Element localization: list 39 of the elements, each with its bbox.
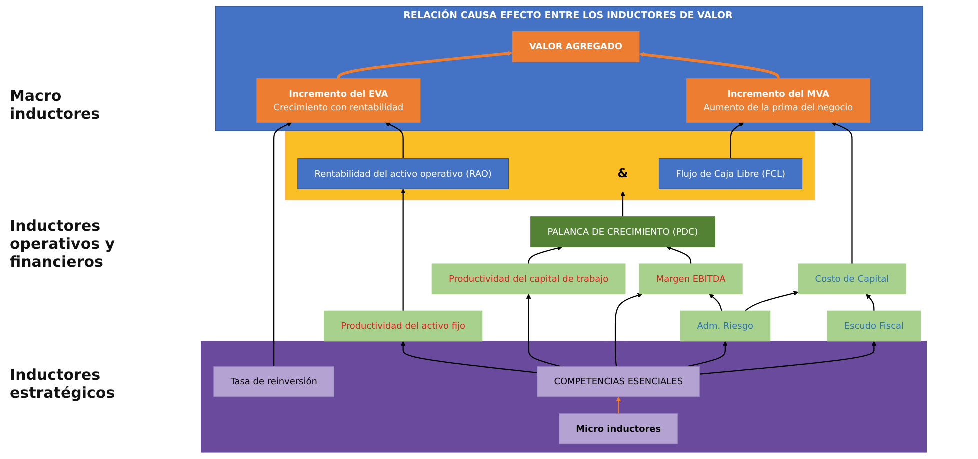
node-box: VALOR AGREGADO [512,31,640,62]
arrow [730,122,744,159]
arrow [620,191,626,217]
arrow [832,122,853,264]
arrow [700,341,877,375]
node-box: Incremento del MVA Aumento de la prima del negocio [686,78,870,123]
node-box: Costo de Capital [798,264,906,295]
arrow [744,291,799,312]
cluster [285,130,816,200]
arrow [666,246,692,264]
node-box: Micro inductores [559,414,678,444]
node-box: Productividad del capital de trabajo [432,264,626,295]
node-box: Margen EBITDA [639,264,743,295]
arrow [337,51,513,79]
arrow [400,188,406,312]
node-text: & [618,166,628,181]
node-box: Rentabilidad del activo operativo (RAO) [298,158,510,190]
arrow [639,52,780,79]
arrow [614,293,643,367]
node-box: Productividad del activo fijo [324,310,483,342]
arrow [528,246,563,264]
arrow [385,122,404,159]
arrow [400,341,538,374]
level-label: Inductores operativos y financieros [10,217,116,272]
arrow [687,341,728,368]
arrow [526,294,562,368]
arrow [866,294,875,312]
node-box: PALANCA DE CRECIMIENTO (PDC) [530,216,716,248]
node-box: Adm. Riesgo [680,310,771,342]
arrow [709,294,722,312]
arrow [616,396,622,414]
node-box: Incremento del EVA Crecimiento con rentabilidad [256,78,421,123]
node-box: COMPETENCIAS ESENCIALES [537,366,700,398]
node-box: Flujo de Caja Libre (FCL) [658,158,803,190]
arrow [274,122,292,367]
node-box: Escudo Fiscal [827,310,922,342]
node-box: Tasa de reinversión [214,366,335,398]
level-label: Macro inductores [10,87,102,124]
level-label: Inductores estratégicos [10,366,116,402]
